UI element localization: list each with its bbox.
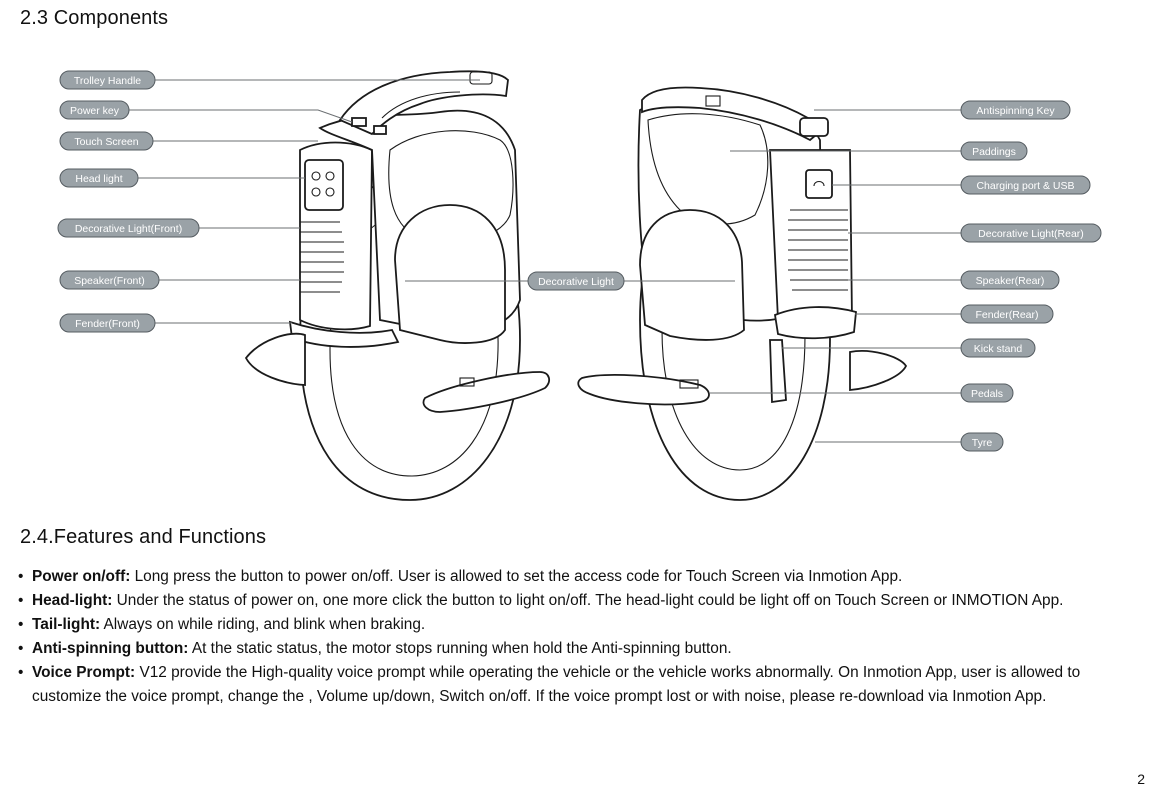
svg-text:Touch Screen: Touch Screen <box>74 136 138 148</box>
feature-text: V12 provide the High-quality voice promp… <box>32 664 1081 705</box>
label-charging-port: Charging port & USB <box>960 175 1091 195</box>
section-title-components: 2.3 Components <box>20 7 169 29</box>
svg-text:Fender(Front): Fender(Front) <box>75 318 140 330</box>
feature-text: Always on while riding, and blink when b… <box>100 616 426 633</box>
label-fender-front: Fender(Front) <box>59 313 156 333</box>
svg-text:Decorative Light: Decorative Light <box>538 276 614 288</box>
label-decorative-light-rear: Decorative Light(Rear) <box>960 223 1102 243</box>
list-item: • Anti-spinning button: At the static sta… <box>18 637 1138 661</box>
svg-text:Power key: Power key <box>70 105 120 117</box>
label-kick-stand: Kick stand <box>960 338 1036 358</box>
svg-text:Speaker(Front): Speaker(Front) <box>74 275 145 287</box>
list-item: • Power on/off: Long press the button to … <box>18 565 1138 589</box>
svg-text:Tyre: Tyre <box>972 437 993 449</box>
bullet: • <box>18 616 24 633</box>
feature-term: Head-light: <box>32 592 113 609</box>
page-number: 2 <box>1137 771 1145 787</box>
feature-term: Voice Prompt: <box>32 664 136 681</box>
label-tyre: Tyre <box>960 432 1004 452</box>
bullet: • <box>18 592 24 609</box>
feature-text: At the static status, the motor stops ru… <box>188 640 732 657</box>
label-decorative-light: Decorative Light <box>527 271 625 291</box>
unicycle-rear-illustration <box>577 86 908 501</box>
svg-text:Pedals: Pedals <box>971 388 1003 400</box>
feature-text: Under the status of power on, one more c… <box>112 592 1064 609</box>
label-speaker-front: Speaker(Front) <box>59 270 160 290</box>
label-fender-rear: Fender(Rear) <box>960 304 1054 324</box>
label-touch-screen: Touch Screen <box>59 131 154 151</box>
feature-term: Anti-spinning button: <box>32 640 189 657</box>
section-title-features: 2.4.Features and Functions <box>20 526 267 548</box>
leader-lines <box>129 79 961 443</box>
list-item: • Voice Prompt: V12 provide the High-qual… <box>18 661 1138 709</box>
list-item: • Tail-light: Always on while riding, and… <box>18 613 1138 637</box>
label-power-key: Power key <box>59 100 130 120</box>
label-pedals: Pedals <box>960 383 1014 403</box>
label-antispinning-key: Antispinning Key <box>960 100 1071 120</box>
svg-text:Fender(Rear): Fender(Rear) <box>975 309 1038 321</box>
svg-text:Antispinning Key: Antispinning Key <box>976 105 1055 117</box>
label-speaker-rear: Speaker(Rear) <box>960 270 1060 290</box>
svg-text:Speaker(Rear): Speaker(Rear) <box>976 275 1045 287</box>
svg-text:Decorative Light(Front): Decorative Light(Front) <box>75 223 182 235</box>
label-trolley-handle: Trolley Handle <box>59 70 156 90</box>
svg-text:Trolley Handle: Trolley Handle <box>74 75 141 87</box>
unicycle-front-illustration <box>244 70 551 501</box>
svg-text:Kick stand: Kick stand <box>974 343 1023 355</box>
bullet: • <box>18 568 24 585</box>
bullet: • <box>18 664 24 681</box>
feature-term: Power on/off: <box>32 568 131 585</box>
svg-text:Head light: Head light <box>75 173 122 185</box>
bullet: • <box>18 640 24 657</box>
list-item: • Head-light: Under the status of power o… <box>18 589 1138 613</box>
feature-term: Tail-light: <box>32 616 101 633</box>
svg-text:Paddings: Paddings <box>972 146 1016 158</box>
label-decorative-light-front: Decorative Light(Front) <box>57 218 200 238</box>
features-list: • Power on/off: Long press the button to … <box>18 565 1138 709</box>
unicycle-components-diagram: Trolley Handle Power key Touch Screen He… <box>57 70 1102 501</box>
label-head-light: Head light <box>59 168 139 188</box>
svg-text:Charging port & USB: Charging port & USB <box>976 180 1074 192</box>
label-paddings: Paddings <box>960 141 1028 161</box>
feature-text: Long press the button to power on/off. U… <box>130 568 903 585</box>
svg-text:Decorative Light(Rear): Decorative Light(Rear) <box>978 228 1084 240</box>
